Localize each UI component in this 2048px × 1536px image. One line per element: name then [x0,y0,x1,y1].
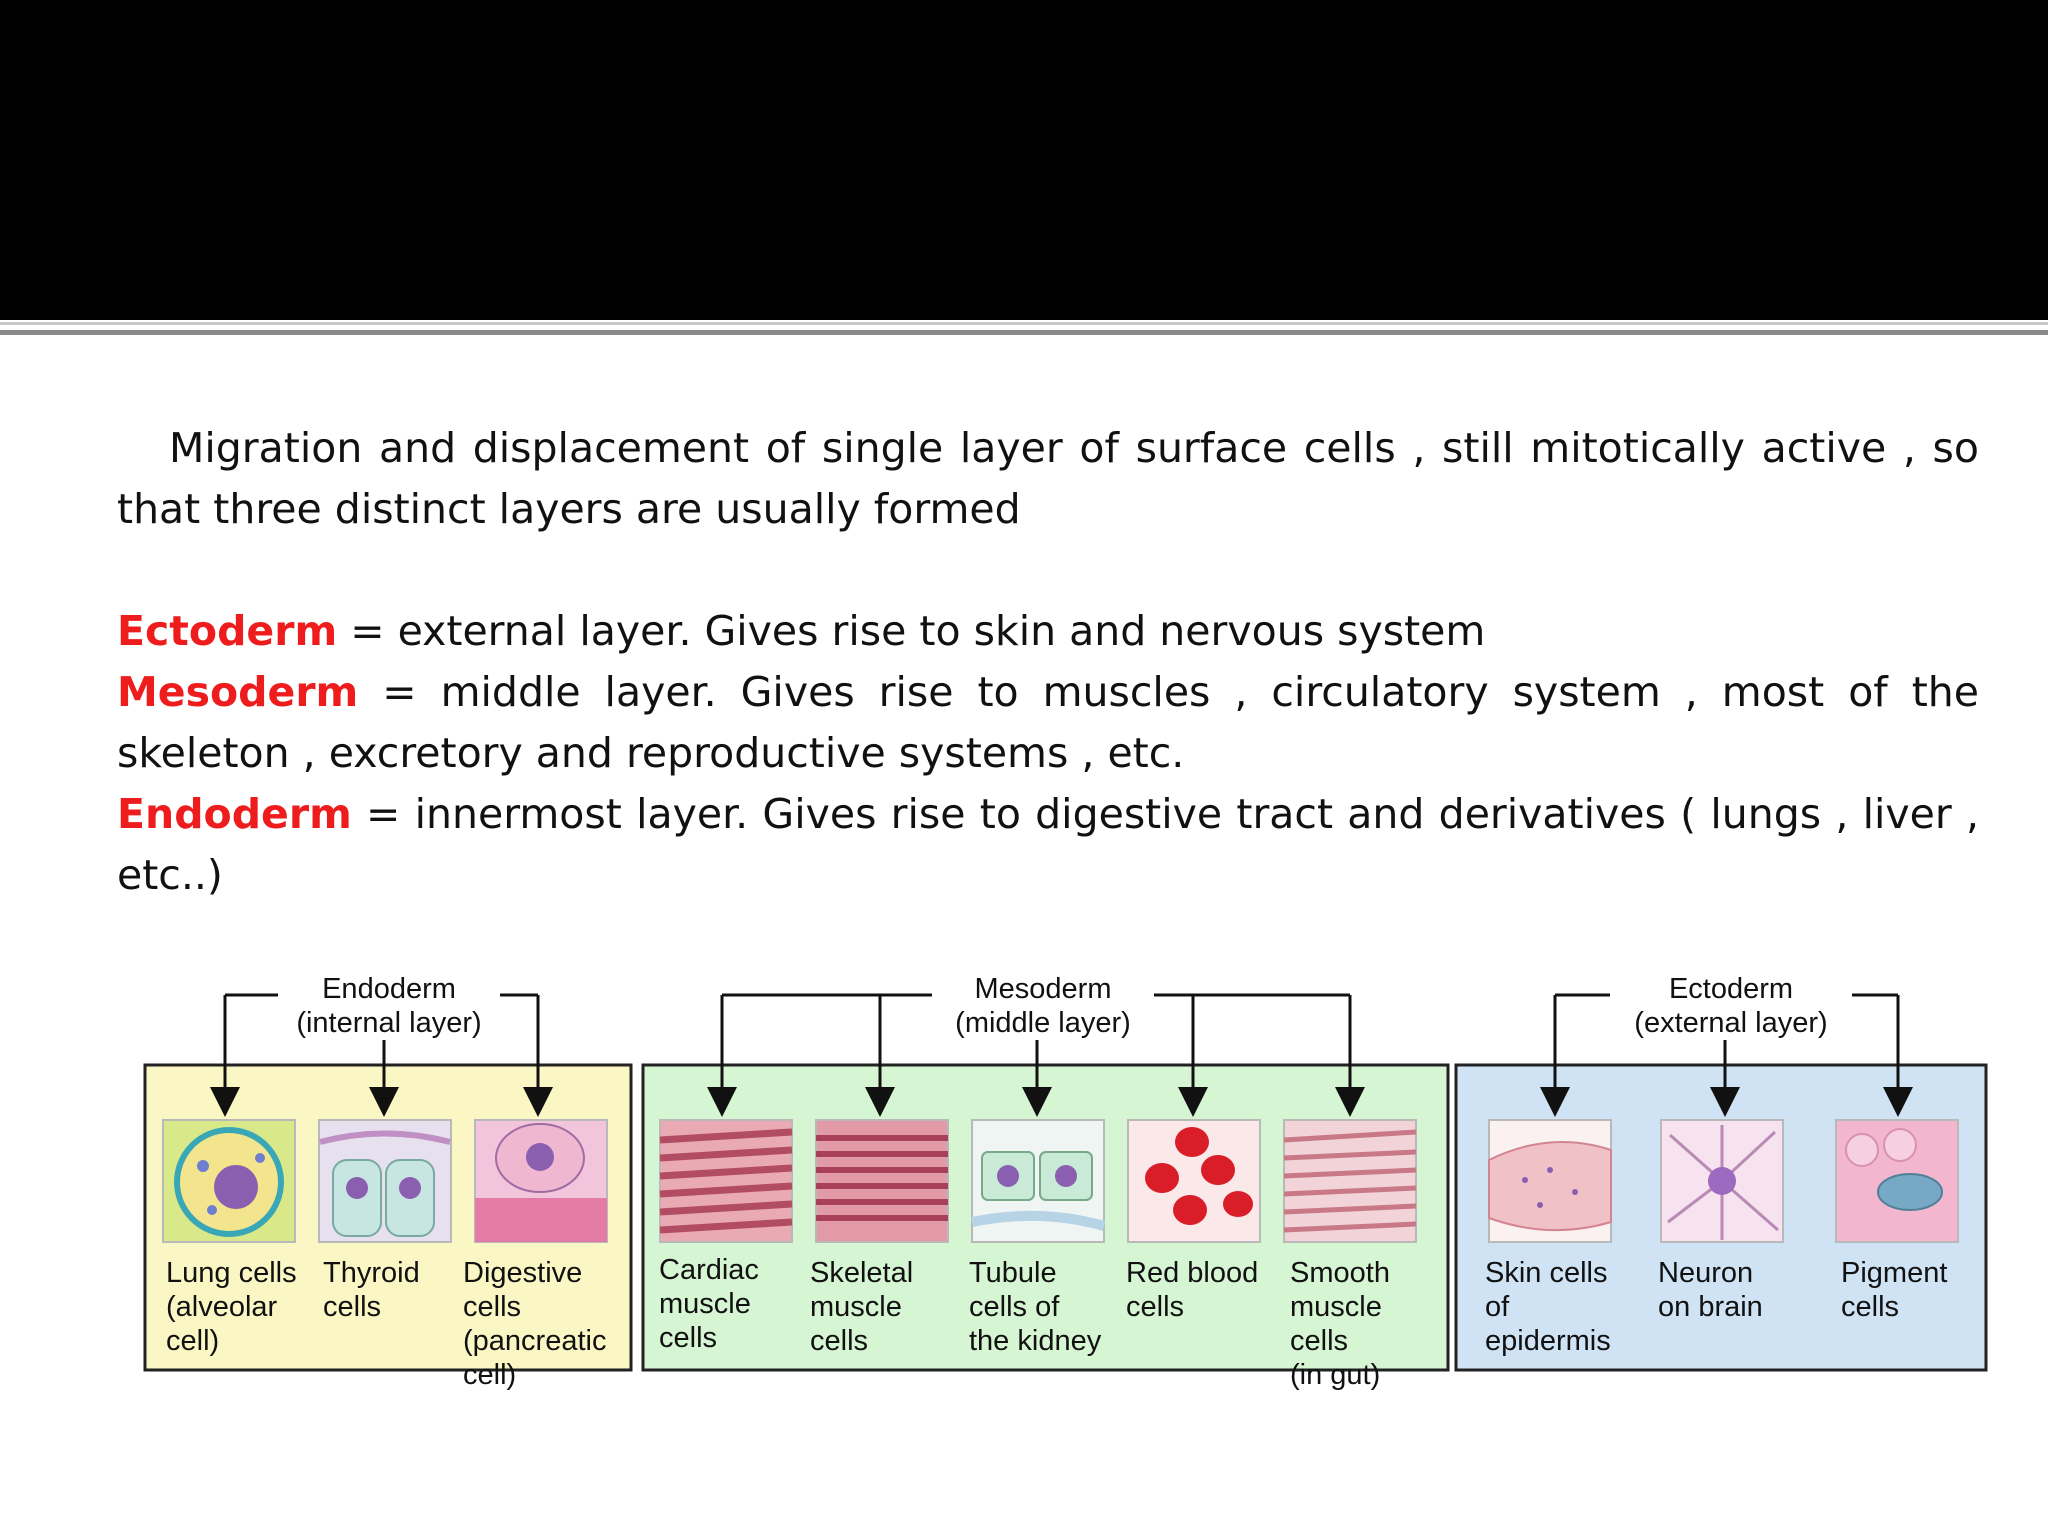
mesoderm-desc: = middle layer. Gives rise to muscles , … [117,668,1979,777]
ectoderm-term: Ectoderm [117,607,338,655]
endoderm-line: Endoderm = innermost layer. Gives rise t… [117,784,1979,906]
endoderm-sub: (internal layer) [296,1007,482,1039]
pigment-cell-icon [1835,1119,1959,1243]
ectoderm-sub: (external layer) [1634,1007,1828,1039]
thyroid-cell-caption: Thyroid cells [323,1257,420,1323]
mesoderm-name: Mesoderm [974,973,1112,1005]
title-bar [0,0,2048,320]
slide-body: Migration and displacement of single lay… [117,418,1979,906]
intro-paragraph: Migration and displacement of single lay… [117,424,1979,533]
ectoderm-heading: Ectoderm (external layer) [1610,972,1852,1040]
smooth-muscle-icon [1283,1119,1417,1243]
endoderm-desc: = innermost layer. Gives rise to digesti… [117,790,1979,899]
skeletal-muscle-icon [815,1119,949,1243]
cardiac-muscle-icon [659,1119,793,1243]
mesoderm-term: Mesoderm [117,668,359,716]
divider-dark [0,330,2048,335]
kidney-tubule-caption: Tubule cells of the kidney [969,1257,1102,1357]
thyroid-cell-icon [318,1119,452,1243]
red-blood-cell-caption: Red blood cells [1126,1257,1259,1323]
kidney-tubule-icon [970,1119,1106,1243]
endoderm-name: Endoderm [322,973,456,1005]
lung-cell-icon [162,1119,296,1243]
neuron-icon [1660,1119,1784,1243]
divider-light [0,322,2048,325]
mesoderm-line: Mesoderm = middle layer. Gives rise to m… [117,662,1979,784]
skin-cell-icon [1488,1119,1612,1243]
cardiac-muscle-caption: Cardiac muscle cells [659,1254,759,1354]
ectoderm-name: Ectoderm [1668,973,1794,1005]
skeletal-muscle-caption: Skeletal muscle cells [810,1257,914,1357]
lung-cell-caption: Lung cells (alveolar cell) [166,1257,297,1357]
mesoderm-heading: Mesoderm (middle layer) [932,972,1154,1040]
endoderm-heading: Endoderm (internal layer) [278,972,500,1040]
neuron-caption: Neuron on brain [1658,1257,1763,1323]
pigment-cell-caption: Pigment cells [1841,1257,1948,1323]
ectoderm-line: Ectoderm = external layer. Gives rise to… [117,601,1979,662]
red-blood-cell-icon [1127,1119,1261,1243]
diagram-graphics [143,993,1988,1372]
smooth-muscle-caption: Smooth muscle cells (in gut) [1290,1257,1390,1391]
digestive-cell-icon [474,1119,608,1243]
mesoderm-sub: (middle layer) [955,1007,1131,1039]
germ-layer-diagram: Endoderm (internal layer) Mesoderm (midd… [0,960,2048,1420]
endoderm-term: Endoderm [117,790,352,838]
digestive-cell-caption: Digestive cells (pancreatic cell) [463,1257,607,1391]
skin-cell-caption: Skin cells of epidermis [1485,1257,1611,1357]
ectoderm-desc: = external layer. Gives rise to skin and… [337,607,1486,655]
